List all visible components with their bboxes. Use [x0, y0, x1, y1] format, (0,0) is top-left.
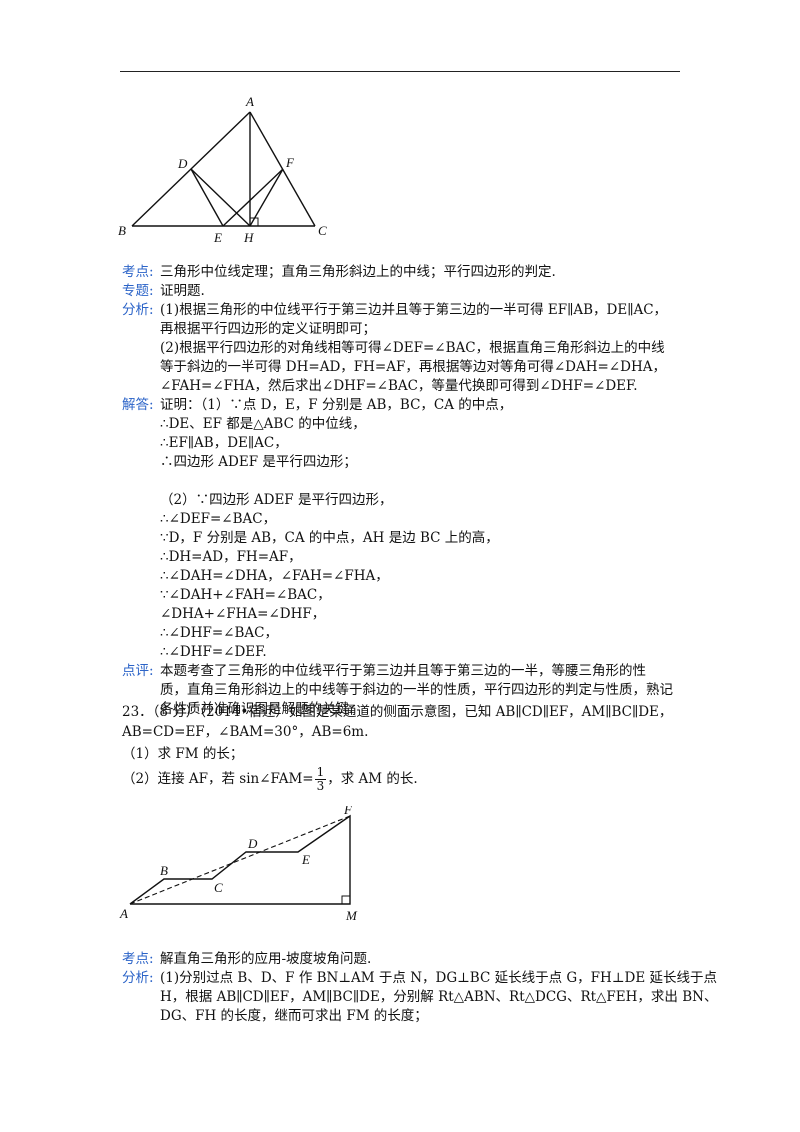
kaodian-label-23: 考点: [122, 951, 154, 967]
fenxi-label-23: 分析: [122, 970, 154, 986]
label-d: D [177, 156, 188, 171]
segment-de [190, 168, 224, 227]
jieda-line: ∴四边形 ADEF 是平行四边形； [160, 454, 357, 470]
label-m2: M [345, 908, 358, 923]
fenxi-row-23: 分析: (1)分别过点 B、D、F 作 BN⊥AM 于点 N，DG⊥BC 延长线… [122, 969, 717, 1026]
label-c2: C [214, 880, 223, 895]
problem-23-line1: 23．（8 分）（2014•宿迁）如图是某通道的侧面示意图，已知 AB∥CD∥E… [122, 704, 673, 720]
label-d2: D [247, 836, 258, 851]
problem-23-q1: （1）求 FM 的长； [122, 746, 244, 762]
passage-diagram: A B C D E F M [119, 806, 358, 923]
dianping-label: 点评: [122, 663, 154, 679]
fenxi-label: 分析: [122, 302, 154, 318]
dianping-line: 本题考查了三角形的中位线平行于第三边并且等于第三边的一半，等腰三角形的性 [160, 663, 646, 679]
fenxi-row: 分析: (1)根据三角形的中位线平行于第三边并且等于第三边的一半可得 EF∥AB… [122, 301, 692, 396]
fenxi-line-23: (1)分别过点 B、D、F 作 BN⊥AM 于点 N，DG⊥BC 延长线于点 G… [160, 970, 717, 986]
solution-23: 考点: 解直角三角形的应用-坡度坡角问题. 分析: (1)分别过点 B、D、F … [122, 950, 717, 1026]
top-rule [120, 71, 680, 72]
passage-outline [129, 814, 351, 905]
label-f: F [285, 155, 295, 170]
fenxi-line-23: H，根据 AB∥CD∥EF，AM∥BC∥DE，分别解 Rt△ABN、Rt△DCG… [160, 989, 718, 1005]
fenxi-line: 等于斜边的一半可得 DH=AD，FH=AF，再根据等边对等角可得∠DAH=∠DH… [160, 359, 666, 375]
fenxi-line: (1)根据三角形的中位线平行于第三边并且等于第三边的一半可得 EF∥AB，DE∥… [160, 302, 668, 318]
segment-af-dashed [129, 815, 351, 905]
kaodian-row: 考点: 三角形中位线定理；直角三角形斜边上的中线；平行四边形的判定. [122, 263, 692, 282]
label-c: C [318, 223, 327, 238]
fenxi-line: 再根据平行四边形的定义证明即可； [160, 321, 376, 337]
jieda-line: ∠DHA+∠FHA=∠DHF， [160, 606, 326, 622]
zhuanti-row: 专题: 证明题. [122, 282, 692, 301]
segment-ef [222, 168, 284, 227]
label-b: B [118, 223, 126, 238]
jieda-line: ∴∠DEF=∠BAC， [160, 511, 277, 527]
q2-suffix: ，求 AM 的长. [327, 771, 418, 787]
jieda-line: 证明：（1）∵点 D，E，F 分别是 AB，BC，CA 的中点， [160, 397, 513, 413]
q2-prefix: （2）连接 AF，若 sin∠FAM= [122, 771, 314, 787]
zhuanti-label: 专题: [122, 283, 154, 299]
label-e2: E [301, 852, 310, 867]
jieda-label: 解答: [122, 397, 154, 413]
problem-23-line2: AB=CD=EF，∠BAM=30°，AB=6m. [122, 724, 369, 740]
right-angle-mark-m [341, 895, 350, 904]
dianping-line: 各性质并准确识图是解题的关键. [160, 701, 354, 717]
triangle-diagram: A B C D E F H [118, 94, 327, 244]
label-h: H [243, 230, 254, 244]
jieda-line: （2）∵四边形 ADEF 是平行四边形， [160, 492, 393, 508]
fenxi-line: (2)根据平行四边形的对角线相等可得∠DEF=∠BAC，根据直角三角形斜边上的中… [160, 340, 665, 356]
jieda-line: ∴EF∥AB，DE∥AC， [160, 435, 288, 451]
dianping-line: 质，直角三角形斜边上的中线等于斜边的一半的性质，平行四边形的判定与性质，熟记 [160, 682, 673, 698]
kaodian-text-23: 解直角三角形的应用-坡度坡角问题. [160, 951, 372, 967]
jieda-line: ∴∠DAH=∠DHA，∠FAH=∠FHA， [160, 568, 389, 584]
jieda-row: 解答: 证明：（1）∵点 D，E，F 分别是 AB，BC，CA 的中点， ∴DE… [122, 396, 692, 662]
solution-22: 考点: 三角形中位线定理；直角三角形斜边上的中线；平行四边形的判定. 专题: 证… [122, 263, 692, 719]
jieda-line: ∴DE、EF 都是△ABC 的中位线， [160, 416, 366, 432]
label-f2: F [343, 806, 353, 817]
jieda-line: ∴DH=AD，FH=AF， [160, 549, 302, 565]
label-e: E [213, 230, 222, 244]
kaodian-row-23: 考点: 解直角三角形的应用-坡度坡角问题. [122, 950, 692, 969]
triangle-figure: A B C D E F H [110, 92, 340, 244]
right-angle-mark [250, 217, 259, 226]
jieda-line: ∴∠DHF=∠BAC， [160, 625, 278, 641]
zhuanti-text: 证明题. [160, 283, 205, 299]
label-a: A [245, 94, 254, 109]
fenxi-line: ∠FAH=∠FHA，然后求出∠DHF=∠BAC，等量代换即可得到∠DHF=∠DE… [160, 378, 638, 394]
dianping-row: 点评: 本题考查了三角形的中位线平行于第三边并且等于第三边的一半，等腰三角形的性… [122, 662, 692, 719]
fenxi-line-23: DG、FH 的长度，继而可求出 FM 的长度； [160, 1008, 428, 1024]
jieda-line: ∴∠DHF=∠DEF. [160, 644, 267, 660]
passage-figure: A B C D E F M [118, 806, 368, 926]
label-b2: B [160, 863, 168, 878]
jieda-line: ∵D，F 分别是 AB，CA 的中点，AH 是边 BC 上的高， [160, 530, 499, 546]
kaodian-label: 考点: [122, 264, 154, 280]
jieda-line: ∵∠DAH+∠FAH=∠BAC， [160, 587, 331, 603]
fraction-denominator: 3 [316, 779, 325, 793]
fraction-numerator: 1 [314, 765, 327, 780]
segment-fh [249, 168, 284, 227]
label-a2: A [119, 906, 128, 921]
segment-dh [190, 168, 251, 227]
kaodian-text: 三角形中位线定理；直角三角形斜边上的中线；平行四边形的判定. [160, 264, 556, 280]
